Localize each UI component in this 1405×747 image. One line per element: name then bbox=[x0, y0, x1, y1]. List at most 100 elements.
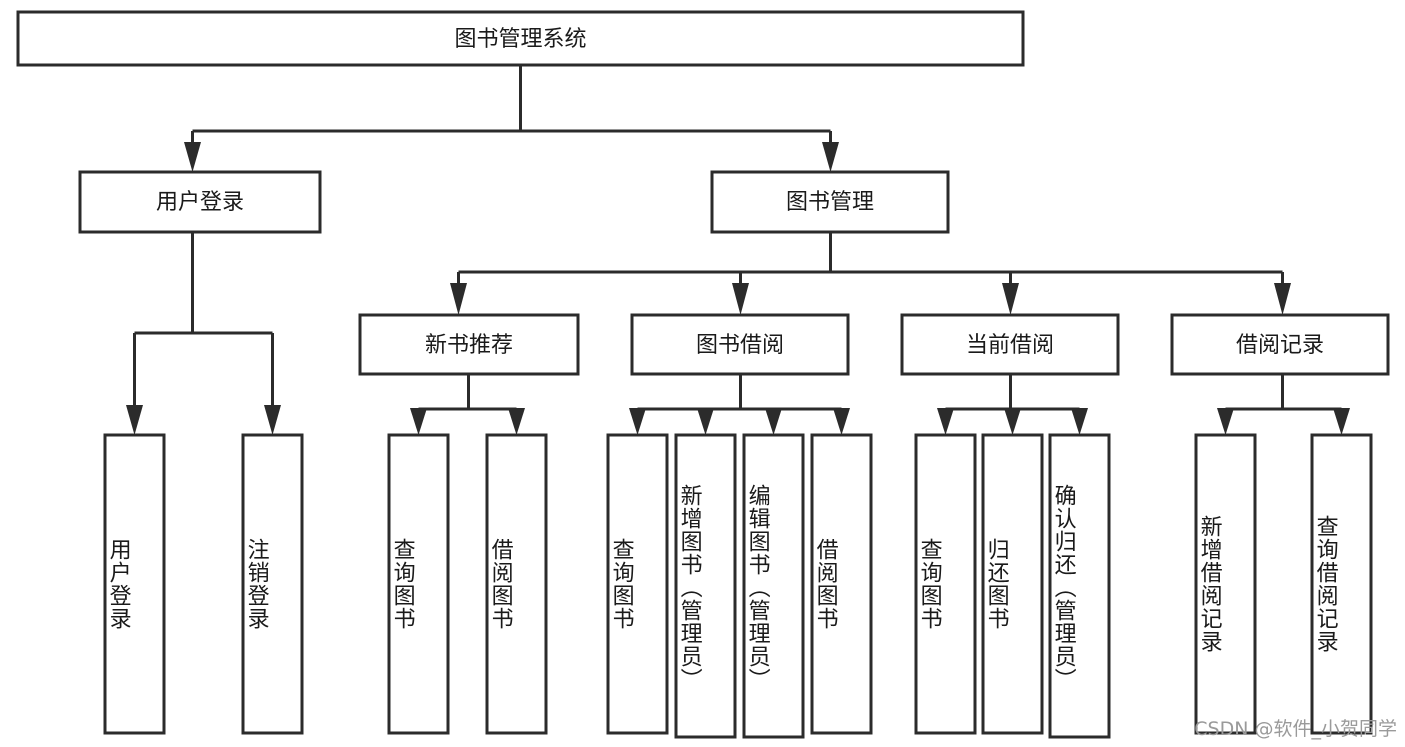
leaf-edit-book-admin-label: 编辑图书（管理员） bbox=[744, 483, 770, 691]
leaf-logout-label: 注销登录 bbox=[243, 538, 269, 630]
book-manage-box[interactable] bbox=[710, 170, 950, 234]
leaf-query-book-borrow-label-wrap: 查询图书 bbox=[608, 538, 634, 630]
arrowhead-book-borrow bbox=[732, 283, 749, 315]
node-book-borrow[interactable]: 图书借阅 bbox=[630, 313, 850, 376]
leaf-add-book-admin-box[interactable] bbox=[674, 433, 737, 739]
leaf-add-borrow-record-label: 新增借阅记录 bbox=[1196, 515, 1222, 653]
arrowhead-book-manage bbox=[822, 142, 839, 172]
arrowhead-leaf-add-book-admin bbox=[697, 408, 714, 435]
arrowhead-leaf-edit-book-admin bbox=[765, 408, 782, 435]
edge-group-book-borrow-to-leaves bbox=[629, 374, 850, 435]
leaf-node[interactable]: 查询图书 bbox=[914, 433, 977, 735]
leaf-edit-book-admin-box[interactable] bbox=[742, 433, 805, 739]
leaf-add-borrow-record-box[interactable] bbox=[1194, 433, 1257, 735]
leaf-return-book-box[interactable] bbox=[981, 433, 1044, 735]
root-label: 图书管理系统 bbox=[454, 27, 586, 52]
leaf-borrow-book-rec-box[interactable] bbox=[485, 433, 548, 735]
arrowhead-leaf-borrow-book bbox=[833, 408, 850, 435]
leaf-borrow-book-label-wrap: 借阅图书 bbox=[812, 538, 838, 630]
arrowhead-current-borrow bbox=[1002, 283, 1019, 315]
leaf-confirm-return-label: 确认归还（管理员） bbox=[1050, 483, 1076, 691]
leaf-logout-label-wrap: 注销登录 bbox=[243, 538, 269, 630]
edge-group-new-book-rec-to-leaves bbox=[410, 374, 525, 435]
arrowhead-user-login bbox=[184, 142, 201, 172]
leaf-node[interactable]: 注销登录 bbox=[241, 433, 304, 735]
leaf-borrow-book-rec-label-wrap: 借阅图书 bbox=[487, 538, 513, 630]
arrowhead-leaf-query-borrow-record bbox=[1333, 408, 1350, 435]
leaf-add-book-admin-label: 新增图书（管理员） bbox=[676, 483, 702, 691]
leaf-query-borrow-record-box[interactable] bbox=[1310, 433, 1373, 735]
book-borrow-label: 图书借阅 bbox=[696, 333, 784, 358]
node-root[interactable]: 图书管理系统 bbox=[16, 10, 1025, 67]
arrowhead-leaf-query-book-borrow bbox=[629, 408, 646, 435]
leaf-return-book-label: 归还图书 bbox=[983, 538, 1009, 630]
leaf-node[interactable]: 借阅图书 bbox=[810, 433, 873, 735]
leaf-user-login-label-wrap: 用户登录 bbox=[105, 538, 131, 630]
leaf-query-borrow-record-label-wrap: 查询借阅记录 bbox=[1312, 515, 1338, 653]
arrowhead-leaf-logout bbox=[264, 405, 281, 435]
user-login-box[interactable] bbox=[78, 170, 322, 234]
leaf-query-book-rec-label: 查询图书 bbox=[389, 538, 415, 630]
leaf-query-book-borrow-label: 查询图书 bbox=[608, 538, 634, 630]
leaf-node[interactable]: 借阅图书 bbox=[485, 433, 548, 735]
leaf-node[interactable]: 编辑图书（管理员） bbox=[742, 433, 805, 739]
borrow-record-label: 借阅记录 bbox=[1236, 333, 1324, 358]
edge-group-book-manage-to-level3 bbox=[450, 232, 1291, 315]
leaf-node[interactable]: 查询图书 bbox=[606, 433, 669, 735]
leaf-logout-box[interactable] bbox=[241, 433, 304, 735]
current-borrow-label: 当前借阅 bbox=[966, 333, 1054, 358]
leaf-node[interactable]: 用户登录 bbox=[103, 433, 166, 735]
leaf-user-login-label: 用户登录 bbox=[105, 538, 131, 630]
arrowhead-new-book-rec bbox=[450, 283, 467, 315]
edge-group-user-login-to-leaves bbox=[126, 232, 281, 435]
leaf-query-book-borrow-box[interactable] bbox=[606, 433, 669, 735]
node-borrow-record[interactable]: 借阅记录 bbox=[1170, 313, 1390, 376]
leaf-node[interactable]: 查询借阅记录 bbox=[1310, 433, 1373, 735]
leaf-edit-book-admin-label-wrap: 编辑图书（管理员） bbox=[744, 483, 770, 691]
leaf-node[interactable]: 新增借阅记录 bbox=[1194, 433, 1257, 735]
current-borrow-box[interactable] bbox=[900, 313, 1120, 376]
leaf-add-book-admin-label-wrap: 新增图书（管理员） bbox=[676, 483, 702, 691]
edge-group-borrow-record-to-leaves bbox=[1217, 374, 1350, 435]
leaf-borrow-book-label: 借阅图书 bbox=[812, 538, 838, 630]
leaf-node[interactable]: 查询图书 bbox=[387, 433, 450, 735]
leaf-borrow-book-rec-label: 借阅图书 bbox=[487, 538, 513, 630]
arrowhead-leaf-query-book-rec bbox=[410, 408, 427, 435]
leaf-node[interactable]: 新增图书（管理员） bbox=[674, 433, 737, 739]
leaf-query-book-current-box[interactable] bbox=[914, 433, 977, 735]
leaf-query-book-rec-label-wrap: 查询图书 bbox=[389, 538, 415, 630]
arrowhead-leaf-confirm-return bbox=[1071, 408, 1088, 435]
arrowhead-leaf-user-login bbox=[126, 405, 143, 435]
leaf-node[interactable]: 确认归还（管理员） bbox=[1048, 433, 1111, 739]
leaf-borrow-book-box[interactable] bbox=[810, 433, 873, 735]
leaf-user-login-box[interactable] bbox=[103, 433, 166, 735]
edge-group-root-to-level2 bbox=[184, 65, 839, 172]
arrowhead-leaf-borrow-book-rec bbox=[508, 408, 525, 435]
leaf-node[interactable]: 归还图书 bbox=[981, 433, 1044, 735]
arrowhead-leaf-return-book bbox=[1004, 408, 1021, 435]
arrowhead-borrow-record bbox=[1274, 283, 1291, 315]
root-box[interactable] bbox=[16, 10, 1025, 67]
leaf-query-book-current-label: 查询图书 bbox=[916, 538, 942, 630]
node-user-login[interactable]: 用户登录 bbox=[78, 170, 322, 234]
book-manage-label: 图书管理 bbox=[786, 190, 874, 215]
leaf-query-book-rec-box[interactable] bbox=[387, 433, 450, 735]
leaf-query-borrow-record-label: 查询借阅记录 bbox=[1312, 515, 1338, 653]
node-new-book-rec[interactable]: 新书推荐 bbox=[358, 313, 580, 376]
arrowhead-leaf-query-book-current bbox=[937, 408, 954, 435]
arrowhead-leaf-add-borrow-record bbox=[1217, 408, 1234, 435]
node-book-manage[interactable]: 图书管理 bbox=[710, 170, 950, 234]
leaf-query-book-current-label-wrap: 查询图书 bbox=[916, 538, 942, 630]
leaf-confirm-return-label-wrap: 确认归还（管理员） bbox=[1050, 483, 1076, 691]
borrow-record-box[interactable] bbox=[1170, 313, 1390, 376]
leaf-confirm-return-box[interactable] bbox=[1048, 433, 1111, 739]
new-book-rec-label: 新书推荐 bbox=[425, 333, 513, 358]
node-current-borrow[interactable]: 当前借阅 bbox=[900, 313, 1120, 376]
new-book-rec-box[interactable] bbox=[358, 313, 580, 376]
edge-group-current-borrow-to-leaves bbox=[937, 374, 1088, 435]
leaf-add-borrow-record-label-wrap: 新增借阅记录 bbox=[1196, 515, 1222, 653]
book-borrow-box[interactable] bbox=[630, 313, 850, 376]
leaf-return-book-label-wrap: 归还图书 bbox=[983, 538, 1009, 630]
